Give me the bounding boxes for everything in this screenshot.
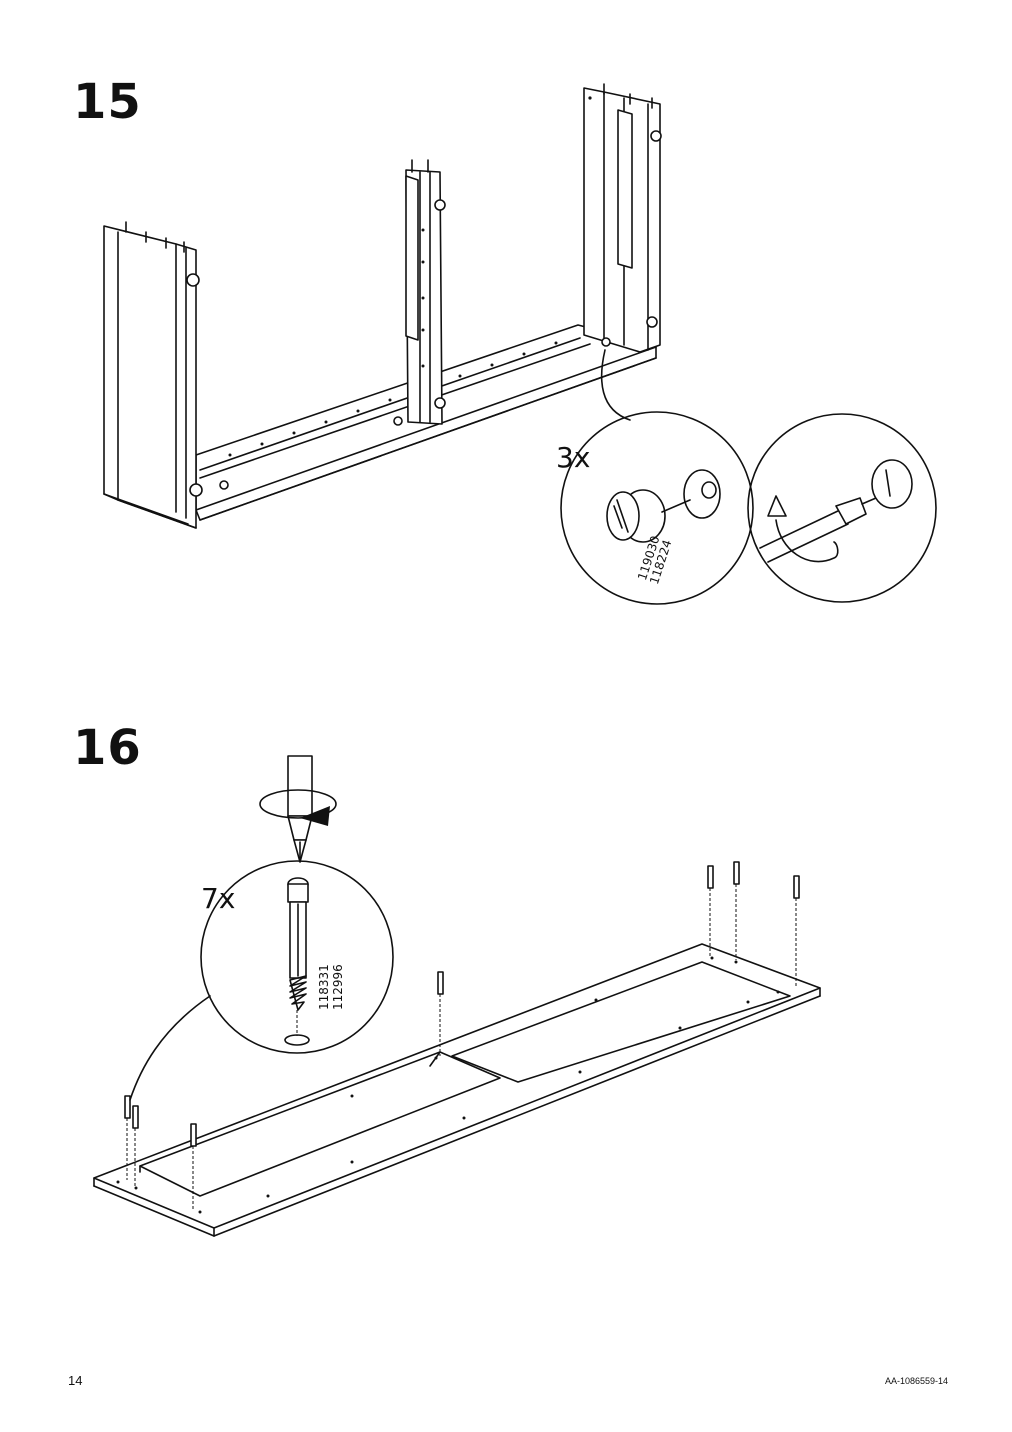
step-16-part-number-2: 112996	[331, 964, 345, 1010]
step-15-detail-cam-lock	[560, 411, 754, 605]
step-15-detail-screwdriver	[747, 413, 937, 603]
step-15-cabinet-frame	[103, 83, 662, 529]
step-16-part-number-1: 118331	[317, 964, 331, 1010]
step-15-number: 15	[73, 74, 142, 130]
step-16-plinth-frame	[93, 943, 821, 1237]
step-16-number: 16	[73, 720, 142, 776]
step-16-quantity: 7x	[201, 882, 236, 915]
step-16-screwdriver	[259, 755, 337, 863]
step-16-callout-leader	[129, 995, 211, 1101]
step-16-dowels	[124, 861, 800, 1210]
step-16-detail-dowel	[200, 860, 394, 1054]
page-number: 14	[68, 1373, 83, 1388]
step-15-callout-leader	[600, 349, 631, 421]
step-15-quantity: 3x	[556, 441, 591, 474]
document-code: AA-1086559-14	[884, 1376, 948, 1386]
